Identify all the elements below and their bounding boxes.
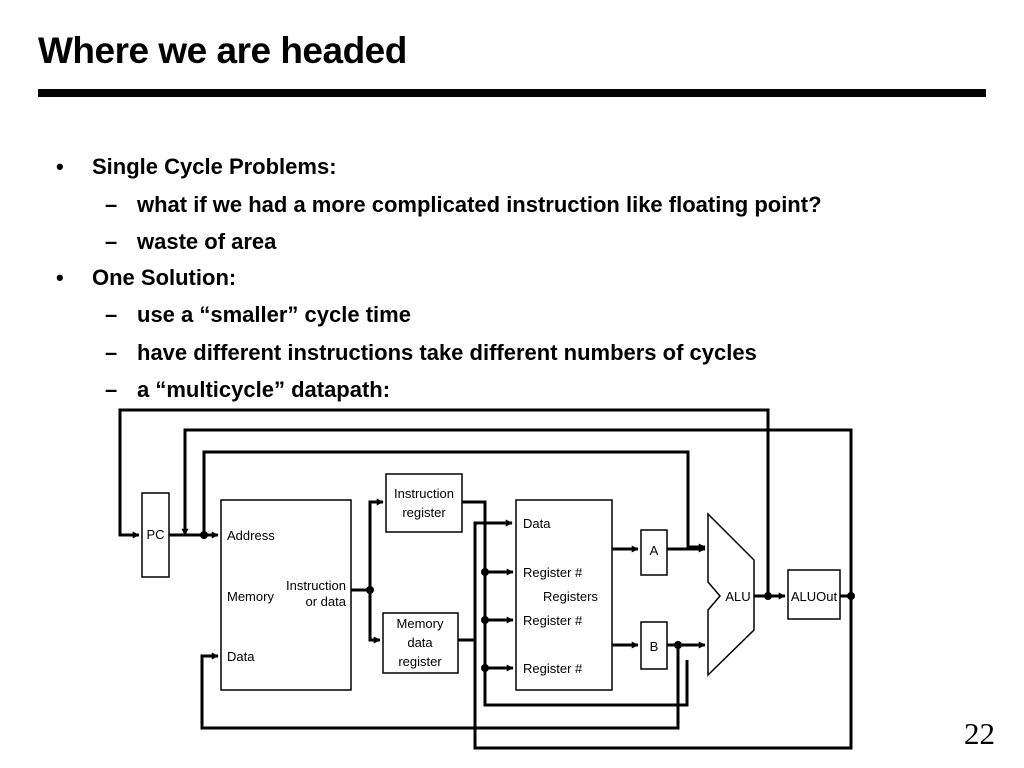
aluout-label: ALUOut (791, 589, 838, 604)
ir-label: Instruction (394, 486, 454, 501)
b-block (640, 621, 668, 670)
registers-name-label: Registers (543, 589, 598, 604)
ir-label: register (402, 505, 446, 520)
sub-bullet-text: have different instructions take differe… (137, 340, 757, 365)
sub-bullet-text: a “multicycle” datapath: (137, 377, 391, 402)
mdr-label: Memory (397, 616, 444, 631)
sub-bullet-item: – a “multicycle” datapath: (105, 377, 391, 403)
bullet-item: • Single Cycle Problems: (56, 154, 337, 180)
sub-bullet-text: what if we had a more complicated instru… (137, 192, 822, 217)
memory-block (220, 499, 352, 691)
dash-marker: – (105, 377, 118, 402)
wire-to-ir (368, 498, 384, 590)
memory-data-register-block (382, 612, 459, 674)
mdr-label: data (407, 635, 433, 650)
page-number: 22 (964, 716, 995, 751)
mdr-label: register (398, 654, 442, 669)
bullet-item: • One Solution: (56, 265, 237, 291)
memory-out-label: Instruction (286, 578, 346, 593)
b-label: B (650, 639, 659, 654)
bullet-text: One Solution: (92, 265, 237, 290)
wire-b-to-memory (200, 645, 680, 730)
sub-bullet-text: use a “smaller” cycle time (137, 302, 411, 327)
wire-ir-out (462, 500, 487, 700)
bullet-text: Single Cycle Problems: (92, 154, 337, 179)
alu-block (707, 512, 755, 677)
registers-reg2-label: Register # (523, 613, 583, 628)
wire-to-mdr (368, 590, 381, 644)
dash-marker: – (105, 229, 118, 254)
registers-reg1-label: Register # (523, 565, 583, 580)
memory-name-label: Memory (227, 589, 274, 604)
sub-bullet-item: – use a “smaller” cycle time (105, 302, 411, 328)
instruction-register-block (385, 473, 463, 533)
sub-bullet-text: waste of area (137, 229, 277, 254)
sub-bullet-item: – what if we had a more complicated inst… (105, 192, 822, 218)
aluout-block (787, 569, 841, 620)
sub-bullet-item: – waste of area (105, 229, 277, 255)
datapath-blocks (141, 473, 841, 691)
slide-title: Where we are headed (38, 30, 407, 71)
registers-data-label: Data (523, 516, 551, 531)
wire-aluout-to-pc (118, 408, 770, 596)
pc-label: PC (146, 527, 164, 542)
dash-marker: – (105, 340, 118, 365)
title-underline (38, 89, 986, 97)
registers-reg3-label: Register # (523, 661, 583, 676)
dash-marker: – (105, 302, 118, 327)
memory-data-label: Data (227, 649, 255, 664)
memory-address-label: Address (227, 528, 275, 543)
dash-marker: – (105, 192, 118, 217)
datapath-wires (118, 408, 853, 750)
wire-aluout-bottom (473, 519, 853, 750)
a-block (640, 529, 668, 576)
pc-block (141, 492, 170, 578)
memory-out-label: or data (306, 594, 347, 609)
registers-block (515, 499, 613, 691)
a-label: A (650, 543, 659, 558)
alu-label: ALU (725, 589, 750, 604)
sub-bullet-item: – have different instructions take diffe… (105, 340, 757, 366)
wire-b-loop (483, 660, 689, 707)
wire-pc-to-alu (202, 450, 706, 551)
bullet-marker: • (56, 154, 64, 179)
junction-dots (200, 531, 855, 672)
bullet-marker: • (56, 265, 64, 290)
